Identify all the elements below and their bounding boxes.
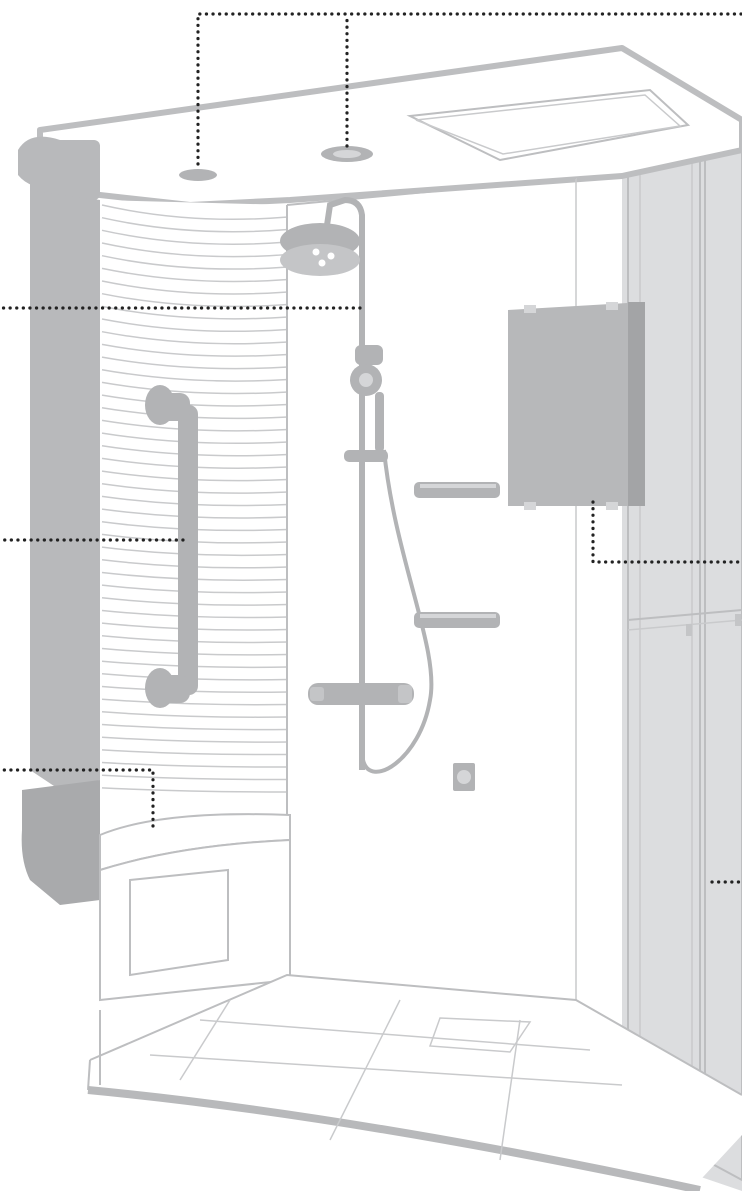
side-glass-panel: [622, 60, 742, 1191]
seat: [100, 814, 290, 1000]
shower-column: [280, 200, 431, 772]
ceiling-light: [179, 169, 217, 181]
door-frame: [18, 137, 100, 905]
shelf-lower: [414, 612, 500, 628]
door-panel: [508, 302, 645, 510]
wall-control: [453, 763, 475, 791]
shelf-upper: [414, 482, 500, 498]
back-wall: [287, 178, 576, 1000]
overhead-shower-outlet: [321, 146, 373, 162]
